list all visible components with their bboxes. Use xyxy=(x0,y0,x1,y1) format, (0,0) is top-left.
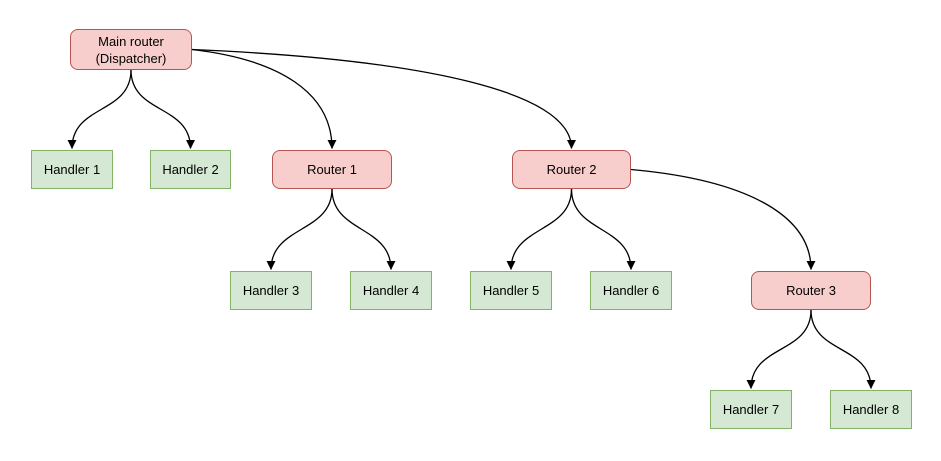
node-label: Handler 1 xyxy=(43,162,101,177)
node-router-3: Router 3 xyxy=(751,271,871,310)
edge-router-2-to-handler-6 xyxy=(570,188,636,270)
node-label: Router 3 xyxy=(786,283,836,298)
edge-router-2-to-router-3 xyxy=(630,168,816,270)
edge-main-router-to-handler-2 xyxy=(130,69,195,149)
node-label: (Dispatcher) xyxy=(95,50,167,66)
node-router-2: Router 2 xyxy=(512,150,631,189)
edge-router-1-to-handler-4 xyxy=(331,188,396,270)
node-label: Handler 5 xyxy=(482,283,540,298)
node-handler-8: Handler 8 xyxy=(830,390,912,429)
node-label: Handler 6 xyxy=(602,283,660,298)
edge-main-router-to-handler-1 xyxy=(67,69,132,149)
node-label: Router 2 xyxy=(546,162,597,177)
node-handler-1: Handler 1 xyxy=(31,150,113,189)
node-label: Router 1 xyxy=(307,162,357,177)
edge-main-router-to-router-2 xyxy=(191,48,576,149)
node-label: Handler 8 xyxy=(842,402,900,417)
edge-router-1-to-handler-3 xyxy=(266,188,333,270)
node-router-1: Router 1 xyxy=(272,150,392,189)
node-label: Handler 3 xyxy=(242,283,300,298)
node-handler-4: Handler 4 xyxy=(350,271,432,310)
edge-router-3-to-handler-7 xyxy=(746,309,812,389)
node-handler-2: Handler 2 xyxy=(150,150,231,189)
node-label: Main router xyxy=(98,33,164,49)
node-handler-5: Handler 5 xyxy=(470,271,552,310)
edge-router-2-to-handler-5 xyxy=(506,188,573,270)
node-label: Handler 2 xyxy=(162,162,219,177)
node-label: Handler 4 xyxy=(362,283,420,298)
edge-router-3-to-handler-8 xyxy=(810,309,876,389)
node-label: Handler 7 xyxy=(722,402,780,417)
node-handler-6: Handler 6 xyxy=(590,271,672,310)
node-handler-7: Handler 7 xyxy=(710,390,792,429)
node-handler-3: Handler 3 xyxy=(230,271,312,310)
edge-main-router-to-router-1 xyxy=(191,48,337,149)
node-main-router: Main router(Dispatcher) xyxy=(70,29,192,70)
